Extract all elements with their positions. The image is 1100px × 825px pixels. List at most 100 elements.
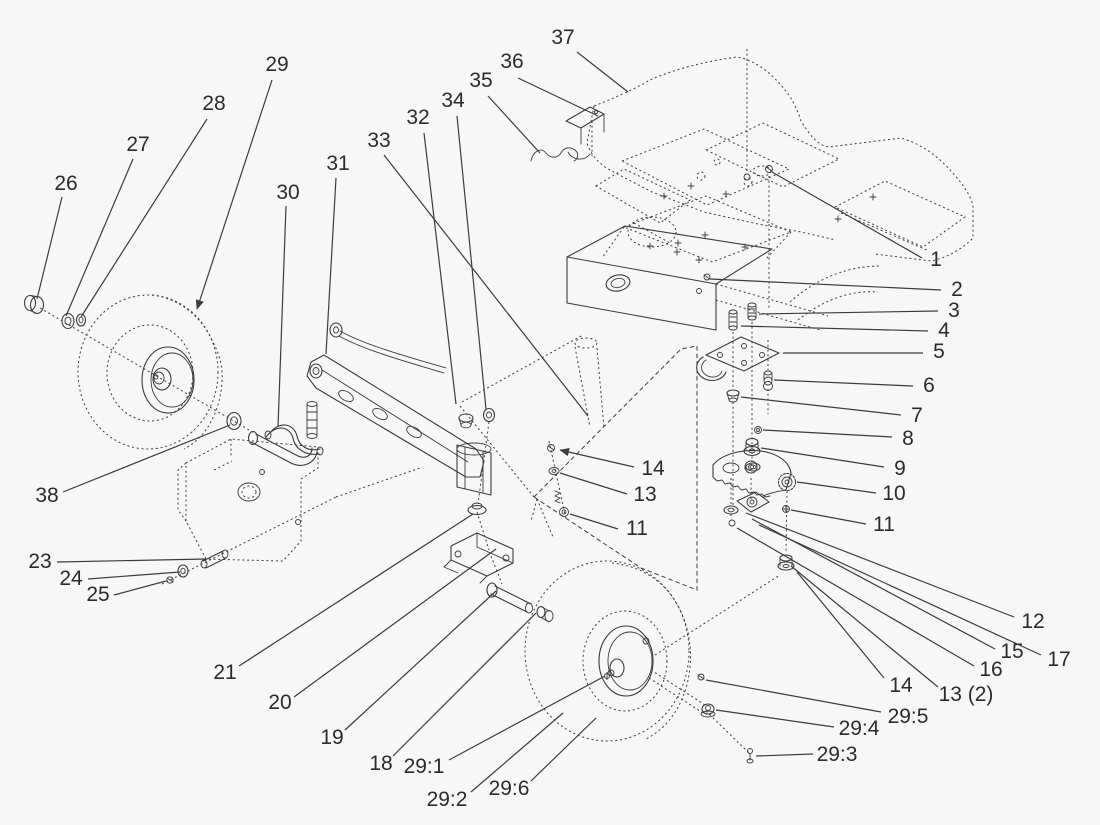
steering-sector-gear-assembly bbox=[712, 426, 797, 571]
leader-line-36 bbox=[517, 77, 599, 117]
right-kingpin-hardware bbox=[443, 407, 554, 623]
leader-line-13-2- bbox=[790, 565, 939, 688]
callout-label-6: 6 bbox=[923, 374, 935, 397]
leader-line-29-2 bbox=[470, 712, 564, 793]
steering-column-hidden bbox=[574, 337, 605, 429]
front-axle-beam bbox=[306, 354, 492, 496]
callout-label-29-2: 29:2 bbox=[427, 788, 468, 811]
callout-label-16: 16 bbox=[979, 658, 1002, 681]
leader-line-13 bbox=[559, 472, 628, 495]
leader-line-30 bbox=[277, 205, 287, 428]
callout-layer: 2627282930313332343536371234567891011121… bbox=[28, 26, 1070, 811]
leader-line-37 bbox=[576, 51, 629, 93]
callout-label-29-6: 29:6 bbox=[489, 777, 530, 800]
callout-label-11: 11 bbox=[626, 517, 648, 540]
leader-line-26 bbox=[36, 196, 63, 300]
callout-label-8: 8 bbox=[902, 427, 914, 450]
hub-washer bbox=[61, 312, 75, 330]
callout-label-23: 23 bbox=[28, 550, 51, 573]
callout-label-3: 3 bbox=[948, 299, 960, 322]
leader-line-10 bbox=[796, 481, 877, 494]
callout-label-29-1: 29:1 bbox=[404, 755, 445, 778]
leader-line-11 bbox=[569, 513, 619, 530]
callout-label-18: 18 bbox=[369, 752, 392, 775]
leader-line-25 bbox=[113, 580, 167, 596]
leader-line-23 bbox=[56, 558, 207, 563]
callout-label-11: 11 bbox=[873, 513, 895, 536]
drag-link-rod bbox=[329, 322, 447, 374]
callout-label-2: 2 bbox=[951, 278, 963, 301]
leader-line-3 bbox=[758, 310, 939, 315]
callout-label-21: 21 bbox=[213, 661, 236, 684]
callout-label-9: 9 bbox=[894, 457, 906, 480]
leader-line-31 bbox=[325, 177, 337, 355]
callout-label-15: 15 bbox=[1000, 640, 1023, 663]
bottom-axle-shaft bbox=[648, 574, 781, 764]
callout-label-34: 34 bbox=[441, 89, 465, 112]
leader-line-7 bbox=[740, 396, 902, 416]
leader-line-6 bbox=[773, 379, 914, 387]
callout-label-29-3: 29:3 bbox=[817, 743, 858, 766]
callout-label-28: 28 bbox=[202, 92, 225, 115]
left-wheel-assembly bbox=[77, 294, 223, 450]
callout-label-29-4: 29:4 bbox=[839, 717, 880, 740]
callout-label-33: 33 bbox=[367, 129, 390, 152]
callout-label-30: 30 bbox=[276, 181, 299, 204]
kingpin-fasteners bbox=[547, 440, 569, 520]
leader-line-38 bbox=[62, 424, 231, 493]
callout-label-31: 31 bbox=[326, 152, 349, 175]
callout-label-19: 19 bbox=[320, 726, 343, 749]
callout-label-25: 25 bbox=[86, 583, 109, 606]
leader-line-29-4 bbox=[715, 709, 835, 728]
leader-line-29-1 bbox=[448, 675, 606, 761]
leader-line-24 bbox=[87, 571, 181, 580]
leader-line-8 bbox=[762, 429, 893, 438]
callout-label-5: 5 bbox=[933, 340, 945, 363]
leader-line-19 bbox=[344, 590, 497, 731]
callout-label-29-5: 29:5 bbox=[888, 705, 929, 728]
frame-bracket-hidden bbox=[177, 438, 319, 562]
steering-link-tube bbox=[264, 424, 324, 456]
callout-label-36: 36 bbox=[500, 50, 523, 73]
left-kingpin bbox=[306, 401, 318, 439]
leader-line-29-6 bbox=[530, 717, 597, 782]
chassis-frame bbox=[566, 225, 829, 331]
leader-line-29-5 bbox=[705, 679, 882, 713]
callout-label-13: 13 bbox=[633, 483, 656, 506]
hub-cap bbox=[23, 294, 45, 315]
callout-label-10: 10 bbox=[882, 482, 905, 505]
callout-label-12: 12 bbox=[1021, 610, 1044, 633]
callout-label-32: 32 bbox=[406, 106, 429, 129]
leader-line-2 bbox=[709, 278, 942, 291]
callout-label-38: 38 bbox=[35, 484, 58, 507]
wire-clip bbox=[530, 147, 579, 162]
callout-label-20: 20 bbox=[268, 691, 291, 714]
leader-line-20 bbox=[293, 548, 497, 698]
callout-label-13-2-: 13 (2) bbox=[939, 683, 994, 706]
callout-label-4: 4 bbox=[938, 319, 950, 342]
leader-line-4 bbox=[740, 325, 929, 332]
leader-line-14 bbox=[796, 571, 885, 679]
callout-label-14: 14 bbox=[889, 674, 913, 697]
leader-line-33 bbox=[383, 154, 589, 417]
leader-line-11 bbox=[790, 509, 867, 525]
tie-rod-washer bbox=[177, 564, 189, 578]
bottom-wheel-assembly bbox=[524, 560, 691, 742]
callout-label-14: 14 bbox=[641, 457, 665, 480]
leader-line-29 bbox=[195, 79, 273, 310]
hub-spacer bbox=[75, 313, 87, 327]
callout-label-29: 29 bbox=[265, 53, 288, 76]
leader-line-17 bbox=[758, 524, 1042, 656]
axle-pivot-bushing bbox=[226, 411, 242, 431]
callout-label-24: 24 bbox=[59, 567, 83, 590]
leader-line-21 bbox=[238, 513, 474, 667]
leader-line-14 bbox=[559, 447, 635, 468]
leader-line-35 bbox=[487, 95, 541, 154]
mount-bracket bbox=[565, 106, 605, 160]
leader-line-28 bbox=[80, 118, 208, 318]
leader-line-34 bbox=[456, 115, 487, 410]
callout-label-17: 17 bbox=[1047, 648, 1070, 671]
callout-label-27: 27 bbox=[126, 133, 149, 156]
tie-rod bbox=[161, 467, 421, 585]
